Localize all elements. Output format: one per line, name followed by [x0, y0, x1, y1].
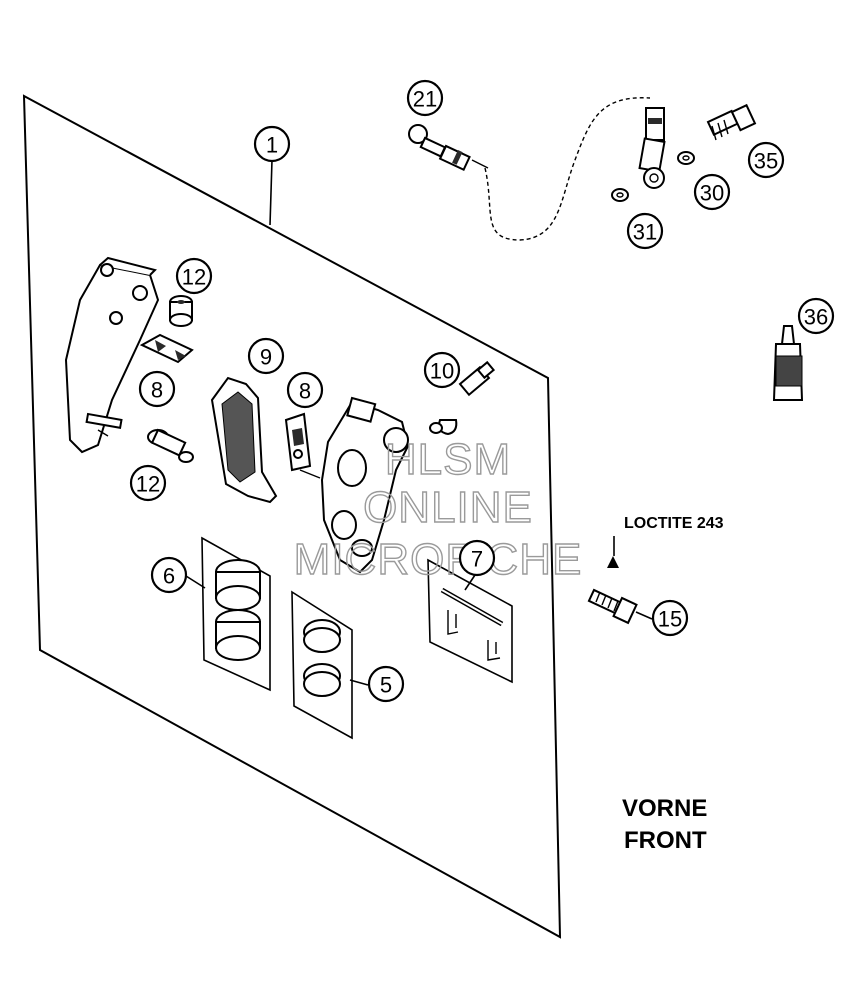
callout-6: 6	[150, 556, 188, 594]
leader-1	[269, 159, 273, 226]
brake-pad	[210, 376, 278, 504]
callout-5: 5	[367, 665, 405, 703]
guide-pin	[147, 428, 194, 463]
callout-8-right: 8	[286, 371, 324, 409]
assembly-panel	[22, 94, 562, 939]
pin-kit	[427, 558, 513, 684]
front-label-en: FRONT	[624, 827, 707, 854]
callout-21: 21	[406, 79, 444, 117]
callout-12-lower: 12	[129, 464, 167, 502]
svg-text:10: 10	[430, 359, 454, 384]
callout-10: 10	[423, 351, 461, 389]
bleeder-valve	[429, 360, 496, 436]
seal-kit	[291, 590, 353, 740]
caliper-bracket	[64, 256, 160, 454]
svg-text:30: 30	[700, 181, 724, 206]
svg-text:12: 12	[182, 265, 206, 290]
leader-15	[635, 611, 653, 620]
callout-12-upper: 12	[175, 257, 213, 295]
svg-text:7: 7	[471, 547, 483, 572]
loctite-bottle	[772, 325, 804, 401]
leader-5	[349, 679, 369, 686]
svg-text:8: 8	[299, 379, 311, 404]
pad-spring-right	[284, 412, 312, 472]
callout-36: 36	[797, 297, 835, 335]
svg-text:36: 36	[804, 305, 828, 330]
pad-spring-left	[139, 333, 194, 364]
svg-text:9: 9	[260, 345, 272, 370]
svg-text:5: 5	[380, 673, 392, 698]
callout-30: 30	[693, 173, 731, 211]
callout-31: 31	[626, 212, 664, 250]
svg-text:6: 6	[163, 564, 175, 589]
callout-7: 7	[458, 539, 496, 577]
caliper-body	[299, 396, 410, 574]
svg-text:12: 12	[136, 472, 160, 497]
leader-7	[464, 574, 476, 591]
callout-35: 35	[747, 141, 785, 179]
watermark-line-1: HLSM	[385, 435, 511, 484]
svg-text:31: 31	[633, 220, 657, 245]
bushing-upper	[169, 295, 193, 327]
svg-text:21: 21	[413, 87, 437, 112]
screw	[587, 556, 638, 625]
callout-1: 1	[253, 125, 291, 163]
callout-9: 9	[247, 337, 285, 375]
svg-text:1: 1	[266, 133, 278, 158]
leader-6	[185, 575, 206, 589]
watermark-line-3: MICROFICHE	[294, 535, 583, 584]
watermark-line-2: ONLINE	[363, 483, 533, 532]
svg-text:8: 8	[151, 378, 163, 403]
svg-text:35: 35	[754, 149, 778, 174]
piston-kit	[201, 536, 271, 692]
svg-text:15: 15	[658, 607, 682, 632]
callout-8-left: 8	[138, 370, 176, 408]
front-label-de: VORNE	[622, 795, 707, 822]
callout-15: 15	[651, 599, 689, 637]
loctite-label: LOCTITE 243	[624, 515, 724, 532]
brake-hose-assembly	[408, 97, 757, 241]
